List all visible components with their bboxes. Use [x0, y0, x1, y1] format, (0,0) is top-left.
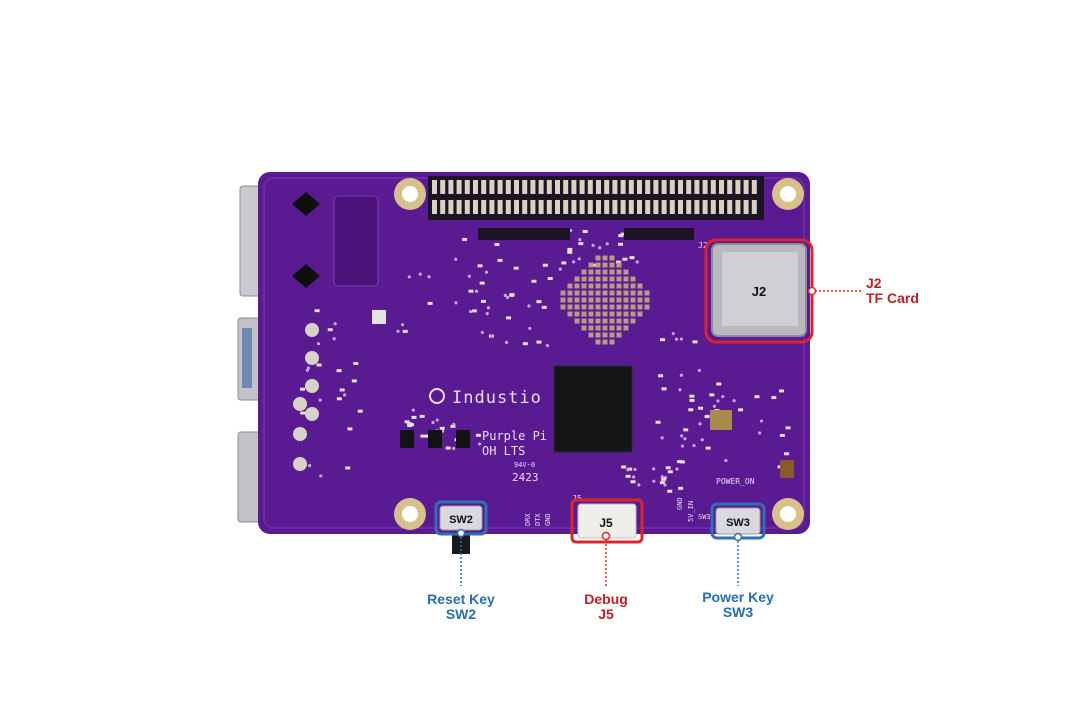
bga-area [560, 255, 650, 345]
leader-lines [456, 286, 862, 586]
power-on-silkscreen: POWER_ON [716, 477, 755, 486]
5v-in-silkscreen: 5V_IN [687, 501, 695, 522]
gnd-silkscreen: GND [676, 497, 684, 510]
tf-card-tag: J2 [752, 284, 766, 299]
power-key-callout-line2: SW3 [722, 604, 754, 620]
pcb-board [258, 172, 810, 534]
date-code-silkscreen: 2423 [512, 471, 539, 484]
reset-key-callout-line2: SW2 [445, 606, 477, 622]
gnd2-silkscreen: GND [544, 513, 552, 526]
reset-key-callout-line1: Reset Key [427, 591, 495, 607]
gpio-header [428, 176, 764, 220]
silkscreen-text: Industio Purple Pi OH LTS 94V-0 2423 J2 … [429, 241, 755, 526]
reset-key-callout: Reset Key SW2 [411, 592, 511, 622]
brand-silkscreen: Industio [452, 388, 542, 408]
debug-highlight [570, 498, 644, 544]
tf-card-callout-line1: J2 [866, 275, 882, 291]
reset-button-tag: SW2 [449, 514, 473, 526]
power-key-callout-line1: Power Key [702, 589, 774, 605]
tf-card-callout-line2: TF Card [866, 290, 919, 306]
power-button-tag: SW3 [726, 517, 750, 529]
j2-silkscreen: J2 [698, 241, 708, 250]
model-line1-silkscreen: Purple Pi [482, 429, 547, 443]
sw3-silkscreen: SW3 [698, 513, 711, 521]
debug-callout-line2: J5 [598, 606, 614, 622]
small-code-silkscreen: 94V-0 [514, 461, 535, 469]
debug-callout: Debug J5 [556, 592, 656, 622]
mounting-holes [394, 178, 804, 530]
power-key-callout: Power Key SW3 [688, 590, 788, 620]
tf-card-callout: J2 TF Card [866, 276, 919, 306]
debug-connector-tag: J5 [599, 516, 613, 530]
power-button-sw3: SW3 [715, 507, 761, 535]
dtx-silkscreen: DTX [534, 513, 542, 526]
debug-callout-line1: Debug [584, 591, 628, 607]
tf-card-slot: J2 [711, 243, 807, 337]
drx-silkscreen: DRX [524, 513, 532, 526]
board-components [292, 192, 794, 493]
model-line2-silkscreen: OH LTS [482, 444, 525, 458]
soc-chip [553, 365, 633, 453]
